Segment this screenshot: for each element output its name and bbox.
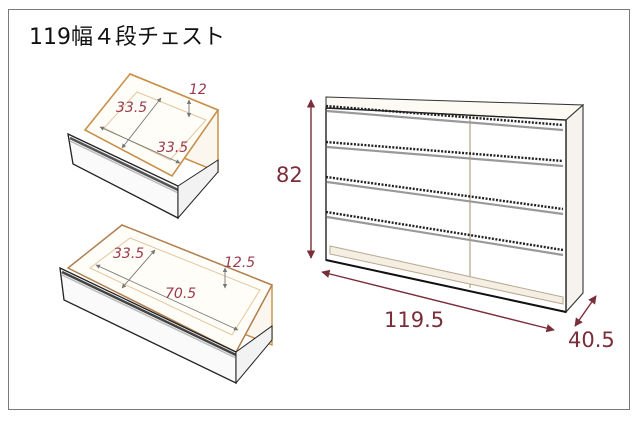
depth-arrow [574, 295, 597, 327]
large-drawer-width: 70.5 [165, 286, 196, 302]
chest-width: 119.5 [384, 308, 444, 332]
large-drawer-depth: 33.5 [113, 246, 144, 262]
product-title: 119幅４段チェスト [29, 25, 225, 50]
chest-depth: 40.5 [568, 328, 615, 352]
small-drawer-height: 12 [189, 82, 207, 98]
width-arrow [321, 269, 555, 333]
chest-height: 82 [276, 163, 303, 187]
small-drawer-width: 33.5 [157, 140, 188, 156]
large-drawer-height: 12.5 [224, 255, 255, 271]
chest-illustration [325, 96, 585, 314]
small-drawer-depth: 33.5 [116, 100, 147, 116]
large-drawer-illustration [59, 223, 274, 385]
small-drawer-illustration [67, 72, 220, 220]
